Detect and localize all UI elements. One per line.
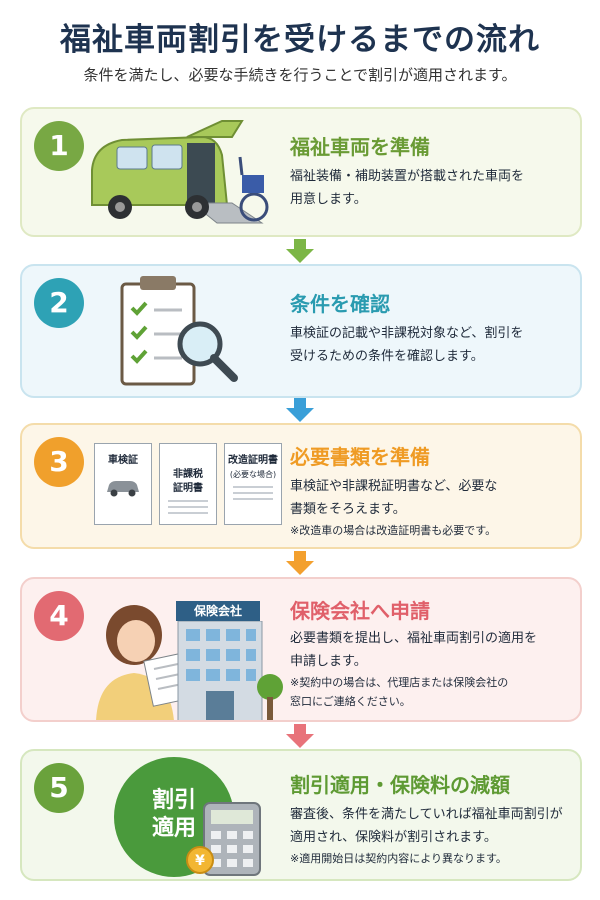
step-title-2: 条件を確認 (290, 292, 390, 316)
page-subtitle: 条件を満たし、必要な手続きを行うことで割引が適用されます。 (83, 66, 517, 84)
step-desc-3-line2: 書類をそろえます。 (290, 502, 406, 517)
step-number-4: 4 (34, 591, 84, 641)
step-desc-3: 車検証や非課税証明書など、必要な 書類をそろえます。 (290, 475, 575, 521)
doc-sublabel-3: (必要な場合) (229, 470, 277, 479)
step-title-1: 福祉車両を準備 (290, 135, 430, 159)
wheelchair-van-icon (91, 120, 269, 224)
step-desc-3-line1: 車検証や非課税証明書など、必要な (290, 479, 498, 494)
step-note-5: ※適用開始日は契約内容により異なります。 (290, 852, 507, 865)
step-note-4-line2: 窓口にご連絡ください。 (290, 695, 411, 708)
yen-coin-icon: ¥ (186, 846, 214, 874)
step-desc-2: 車検証の記載や非課税対象など、割引を 受けるための条件を確認します。 (290, 322, 575, 368)
arrow-down-icon (286, 239, 314, 263)
step-number-1: 1 (34, 121, 84, 171)
step-title-3: 必要書類を準備 (290, 445, 430, 469)
doc-label-2: 非課税 証明書 (173, 469, 203, 494)
insurance-company-sign: 保険会社 (176, 601, 260, 621)
arrow-down-icon (286, 551, 314, 575)
document-modification: 改造証明書 (必要な場合) (224, 443, 282, 525)
step-number-5: 5 (34, 763, 84, 813)
step-note-4-line1: ※契約中の場合は、代理店または保険会社の (290, 676, 509, 689)
step-card-5: 5 割引 適用 ¥ 割引適用・保険料の減額 審査後、条件を満たしていれば福祉車両… (20, 749, 582, 881)
step-card-4: 4 保険会社 保険会社へ申請 必要書類を提出し、福祉車両割引の適用を 申請します… (20, 577, 582, 722)
step-desc-1-line2: 用意します。 (290, 192, 367, 207)
doc-label-3: 改造証明書 (228, 455, 278, 466)
step-desc-2-line2: 受けるための条件を確認します。 (290, 349, 484, 364)
step-note-4: ※契約中の場合は、代理店または保険会社の 窓口にご連絡ください。 (290, 673, 575, 711)
office-building-icon (177, 621, 283, 720)
calculator-icon (203, 802, 261, 876)
step-desc-2-line1: 車検証の記載や非課税対象など、割引を (290, 326, 524, 341)
step-card-3: 3 車検証 非課税 証明書 改造証明書 (必要な場合) 必要書類を準備 車検証や… (20, 423, 582, 549)
document-tax-exempt: 非課税 証明書 (159, 443, 217, 525)
step-desc-1-line1: 福祉装備・補助装置が搭載された車両を (290, 169, 525, 184)
step-number-2: 2 (34, 278, 84, 328)
arrow-down-icon (286, 724, 314, 748)
step-desc-4: 必要書類を提出し、福祉車両割引の適用を 申請します。 (290, 627, 575, 673)
step-title-5: 割引適用・保険料の減額 (290, 773, 510, 797)
doc-label-1: 車検証 (108, 455, 138, 466)
badge-line2: 適用 (151, 816, 196, 841)
step-desc-5: 審査後、条件を満たしていれば福祉車両割引が 適用され、保険料が割引されます。 (290, 803, 575, 849)
step-desc-4-line2: 申請します。 (290, 654, 367, 669)
step-note-3: ※改造車の場合は改造証明書も必要です。 (290, 524, 497, 537)
document-vehicle-inspection: 車検証 (94, 443, 152, 525)
checklist-magnifier-icon (120, 276, 238, 386)
step-card-1: 1 福祉車両を準備 福祉装備・補助装置が搭載された車両を 用意します。 (20, 107, 582, 237)
step-card-2: 2 条件を確認 車検証の記載や非課税対象など、割引を 受けるための条件を確認しま… (20, 264, 582, 398)
step-desc-4-line1: 必要書類を提出し、福祉車両割引の適用を (290, 631, 538, 646)
car-icon (107, 481, 139, 497)
step-desc-1: 福祉装備・補助装置が搭載された車両を 用意します。 (290, 165, 575, 211)
step-number-3: 3 (34, 437, 84, 487)
person-with-document-icon (96, 605, 190, 720)
arrow-down-icon (286, 398, 314, 422)
yen-symbol: ¥ (195, 853, 205, 869)
badge-line1: 割引 (151, 788, 196, 813)
step-title-4: 保険会社へ申請 (290, 599, 430, 623)
page-title: 福祉車両割引を受けるまでの流れ (60, 22, 540, 58)
step-desc-5-line2: 適用され、保険料が割引されます。 (290, 830, 497, 845)
step-desc-5-line1: 審査後、条件を満たしていれば福祉車両割引が (290, 807, 563, 822)
